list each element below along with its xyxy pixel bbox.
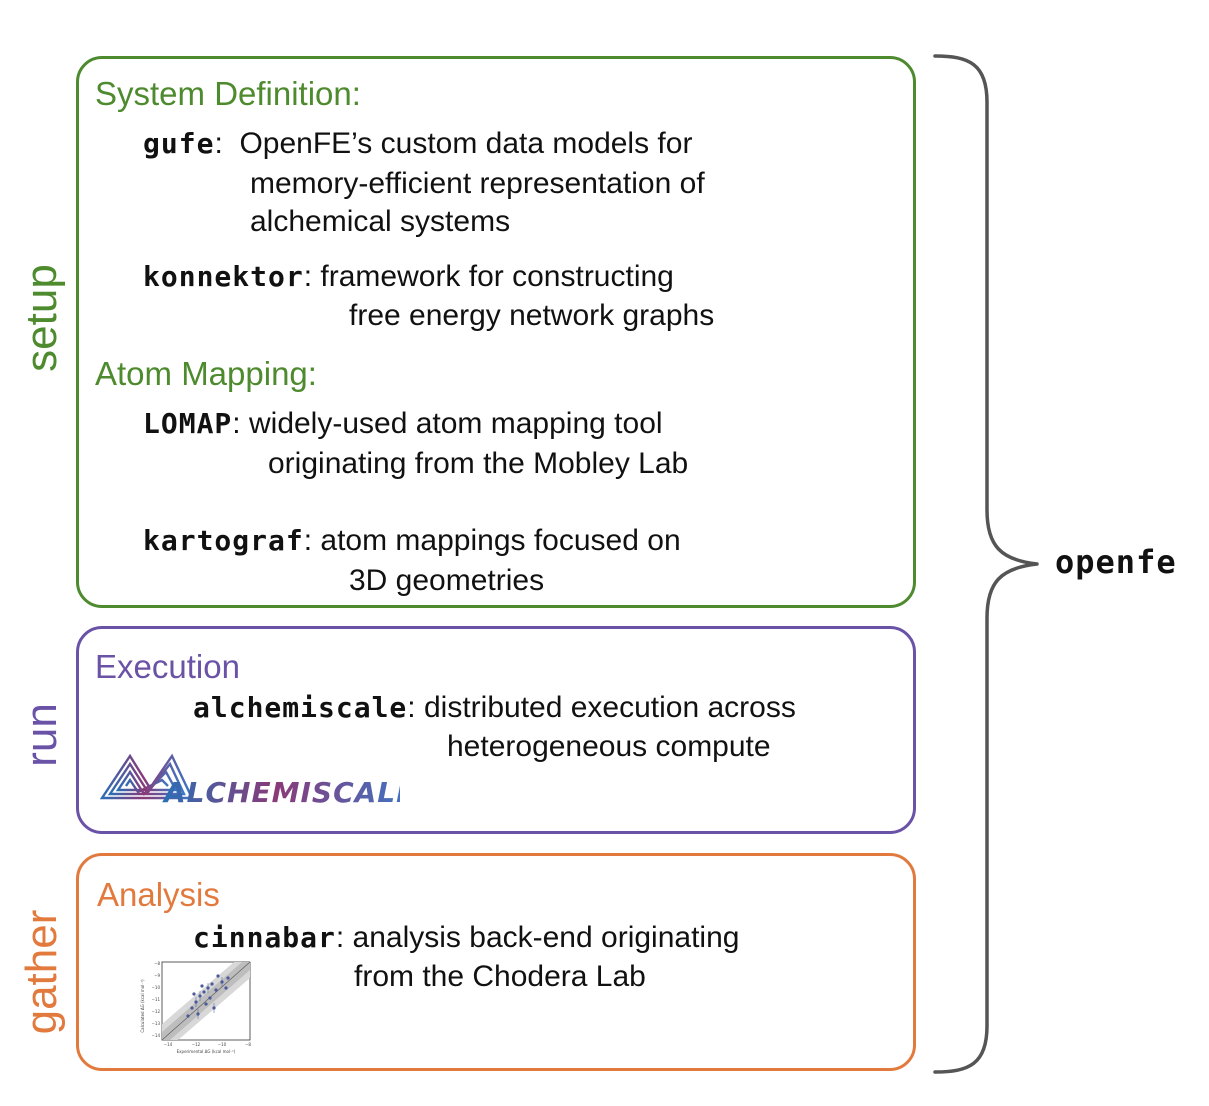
system-definition-heading: System Definition: (95, 75, 361, 112)
plot-ytick-4: −11 (152, 997, 161, 1002)
analysis-heading: Analysis (97, 876, 220, 913)
konnektor-line2: free energy network graphs (349, 299, 715, 332)
konnektor-line1: framework for constructing (320, 260, 674, 293)
konnektor-name: konnektor (143, 260, 304, 293)
alchemiscale-line1: distributed execution across (423, 691, 796, 724)
cinnabar-line1: analysis back-end originating (352, 921, 740, 954)
plot-xlabel: Experimental ΔG (kcal mol⁻¹) (177, 1049, 236, 1054)
side-label-run: run (17, 703, 66, 767)
cinnabar-sep: : (335, 921, 345, 954)
lomap-line2: originating from the Mobley Lab (268, 447, 689, 480)
konnektor-sep: : (303, 260, 313, 293)
kartograf-entry: kartograf: atom mappings focused on (143, 522, 681, 560)
lomap-line1: widely-used atom mapping tool (248, 407, 663, 440)
gather-box (76, 853, 916, 1071)
kartograf-line2: 3D geometries (349, 564, 545, 597)
lomap-name: LOMAP (143, 407, 233, 440)
gufe-line3: alchemical systems (250, 205, 511, 238)
alchemiscale-line2: heterogeneous compute (447, 730, 771, 763)
plot-xtick-4: −8 (245, 1042, 251, 1047)
openfe-brace (933, 54, 1039, 1074)
kartograf-sep: : (303, 524, 313, 557)
cinnabar-line2: from the Chodera Lab (354, 960, 646, 993)
plot-ytick-7: −14 (152, 1033, 161, 1038)
plot-ytick-2: −9 (154, 973, 160, 978)
lomap-entry: LOMAP: widely-used atom mapping tool (143, 405, 663, 443)
execution-heading: Execution (95, 648, 240, 685)
plot-ytick-1: −8 (154, 961, 160, 966)
plot-ylabel: Calculated ΔG (kcal mol⁻¹) (140, 979, 145, 1033)
gufe-line1: OpenFE’s custom data models for (239, 127, 693, 160)
cinnabar-entry: cinnabar: analysis back-end originating (193, 919, 739, 957)
alchemiscale-entry: alchemiscale: distributed execution acro… (193, 689, 796, 727)
alchemiscale-logo-text: ALCHEMISCALE (162, 776, 400, 808)
side-label-gather: gather (17, 909, 66, 1035)
side-label-setup: setup (17, 264, 66, 372)
plot-error-bars (195, 977, 223, 1019)
alchemiscale-sep: : (407, 691, 416, 724)
plot-ytick-6: −13 (152, 1021, 161, 1026)
setup-box (76, 56, 916, 608)
gufe-line2: memory-efficient representation of (250, 167, 705, 200)
plot-xtick-1: −14 (164, 1042, 173, 1047)
plot-xtick-2: −12 (192, 1042, 201, 1047)
cinnabar-plot-thumbnail: Calculated ΔG (kcal mol⁻¹) −8 −9 (138, 958, 254, 1056)
run-box (76, 626, 916, 834)
plot-ytick-5: −12 (152, 1009, 161, 1014)
kartograf-name: kartograf (143, 524, 304, 557)
plot-xtick-3: −10 (218, 1042, 227, 1047)
gufe-entry: gufe: OpenFE’s custom data models for (143, 125, 692, 163)
gufe-sep: : (214, 127, 223, 160)
openfe-label: openfe (1055, 543, 1177, 581)
lomap-sep: : (232, 407, 241, 440)
cinnabar-name: cinnabar (193, 921, 336, 954)
konnektor-entry: konnektor: framework for constructing (143, 258, 674, 296)
atom-mapping-heading: Atom Mapping: (95, 355, 317, 392)
plot-ytick-3: −10 (152, 985, 161, 990)
alchemiscale-logo: ALCHEMISCALE (100, 753, 400, 808)
alchemiscale-name: alchemiscale (193, 691, 408, 724)
kartograf-line1: atom mappings focused on (320, 524, 681, 557)
plot-area (161, 961, 251, 1041)
gufe-name: gufe (143, 127, 215, 160)
